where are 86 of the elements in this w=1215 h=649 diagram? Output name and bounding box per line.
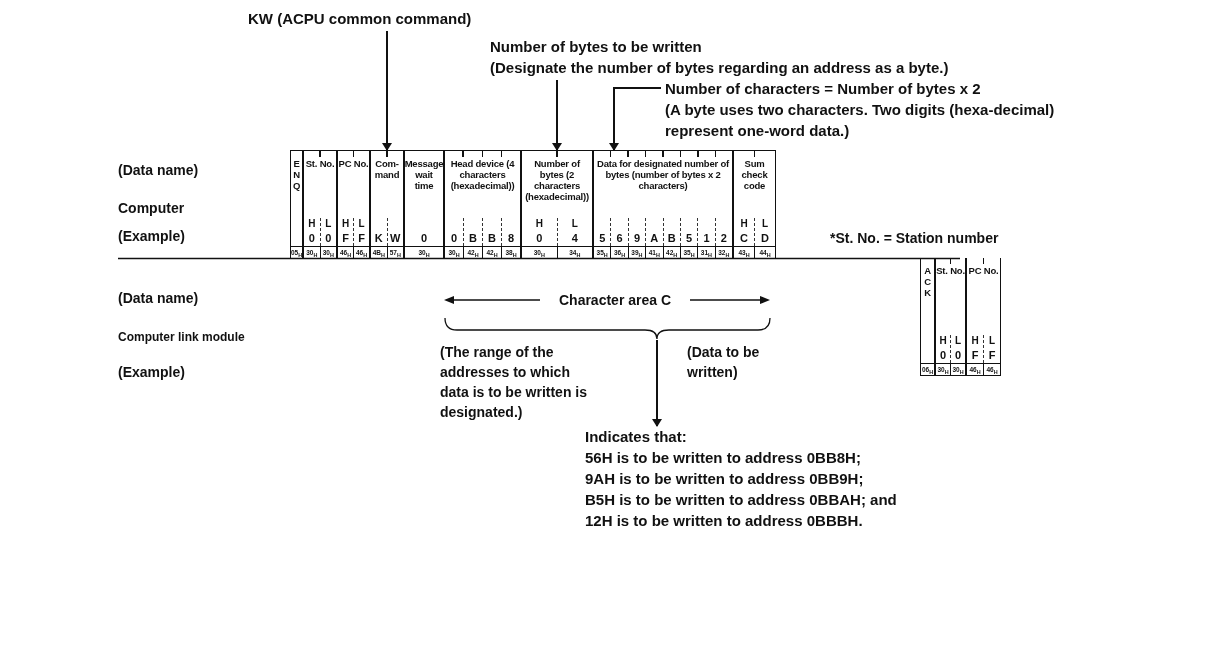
byte-order-mark: H <box>971 335 979 346</box>
label-text: (Data name) <box>118 161 199 180</box>
example-character: A <box>650 232 659 244</box>
frame-field <box>521 150 593 258</box>
field-name: St. No. <box>305 159 335 171</box>
byte-order-mark: L <box>988 335 996 346</box>
example-character: 0 <box>536 232 543 244</box>
byte-order-mark: L <box>761 218 769 229</box>
byte-order-mark: H <box>740 218 748 229</box>
field-name: PC No. <box>338 159 369 171</box>
label-text: Computer link module <box>118 329 245 346</box>
frame-field <box>920 258 935 376</box>
example-character: 8 <box>507 232 515 244</box>
frame-field <box>404 150 444 258</box>
field-name: Com-mand <box>373 159 401 182</box>
example-character: 2 <box>720 232 727 244</box>
note-text: Indicates that: <box>585 427 688 447</box>
byte-order-mark: H <box>308 218 316 229</box>
byte-order-mark: L <box>358 218 365 229</box>
example-character: B <box>667 232 676 244</box>
byte-order-mark: H <box>341 218 350 229</box>
note-text: 12H is to be written to address 0BBBH. <box>585 511 864 531</box>
example-character: F <box>971 349 979 361</box>
note-text: Number of characters = Number of bytes x 2 <box>665 79 982 99</box>
frame-field <box>444 150 521 258</box>
frame-field <box>935 258 966 376</box>
example-character: 0 <box>308 232 315 244</box>
example-character: F <box>988 349 996 361</box>
frame-field <box>593 150 733 258</box>
byte-order-mark: L <box>954 335 962 346</box>
frame-field <box>337 150 370 258</box>
field-name: Sum check code <box>740 159 769 193</box>
frame-field <box>370 150 404 258</box>
frame-field <box>966 258 1001 376</box>
example-character: 0 <box>325 232 332 244</box>
label-text: (Example) <box>118 363 185 382</box>
example-character: 0 <box>954 349 962 361</box>
arrow <box>382 30 392 151</box>
frame-field <box>303 150 337 258</box>
label-text: (Data name) <box>118 289 199 308</box>
example-character: 1 <box>703 232 710 244</box>
example-character: 5 <box>599 232 606 244</box>
example-character: W <box>390 232 401 244</box>
note-text: B5H is to be written to address 0BBAH; and <box>585 490 898 510</box>
arrow <box>609 87 662 151</box>
note-text: (Designate the number of bytes regarding an address as a byte.) <box>490 58 950 78</box>
field-name: Message wait time <box>404 159 444 193</box>
arrow <box>552 79 562 151</box>
example-character: 0 <box>450 232 458 244</box>
field-name: Number of bytes (2 characters (hexadecimal)) <box>524 159 590 204</box>
field-name: Head device (4 characters (hexadecimal)) <box>449 159 516 193</box>
label-text: (Data to be written) <box>687 343 761 382</box>
example-character: F <box>358 232 365 244</box>
example-character: B <box>488 232 496 244</box>
frame-field <box>290 150 303 258</box>
example-character: 9 <box>633 232 640 244</box>
example-character: C <box>740 232 748 244</box>
field-name: ENQ <box>291 159 302 193</box>
frame-field <box>733 150 776 258</box>
label-text: (The range of the addresses to which data is to be written is designated.) <box>440 343 589 422</box>
byte-order-mark: L <box>325 218 332 229</box>
note-text: KW (ACPU common command) <box>248 9 473 29</box>
example-character: 6 <box>616 232 623 244</box>
arrow <box>652 339 662 427</box>
example-character: 4 <box>571 232 578 244</box>
example-character: F <box>342 232 349 244</box>
field-name: ACK <box>923 266 932 300</box>
example-character: K <box>374 232 383 244</box>
label-text: Computer <box>118 199 185 218</box>
example-character: 0 <box>939 349 947 361</box>
field-name: PC No. <box>968 266 999 278</box>
byte-order-mark: H <box>535 218 543 229</box>
example-character: 5 <box>686 232 693 244</box>
byte-order-mark: L <box>571 218 578 229</box>
note-text: Number of bytes to be written <box>490 37 703 57</box>
example-character: B <box>469 232 477 244</box>
example-character: D <box>761 232 769 244</box>
note-text: (A byte uses two characters. Two digits (hexa-decimal) represent one-word data.) <box>665 100 1056 141</box>
example-character: 0 <box>420 232 428 244</box>
label-text: (Example) <box>118 227 185 246</box>
label-text: *St. No. = Station number <box>830 229 999 248</box>
byte-order-mark: H <box>939 335 947 346</box>
field-name: St. No. <box>936 266 965 278</box>
field-name: Data for designated number of bytes (number of bytes x 2 characters) <box>596 159 731 193</box>
note-text: 56H is to be written to address 0BB8H; <box>585 448 862 468</box>
note-text: 9AH is to be written to address 0BB9H; <box>585 469 865 489</box>
